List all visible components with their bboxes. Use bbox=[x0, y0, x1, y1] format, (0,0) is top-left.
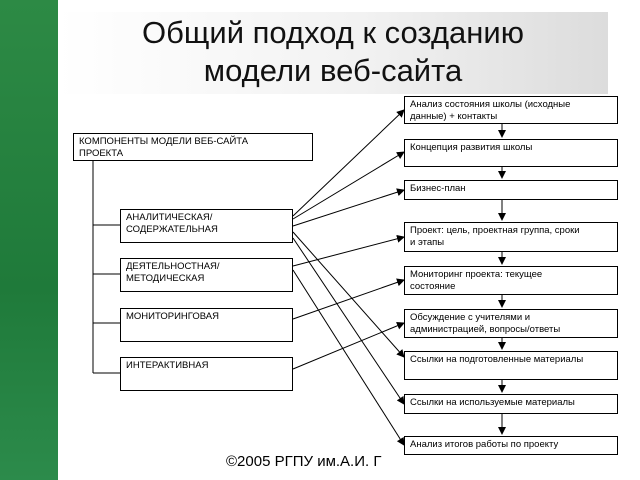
component-analytical: АНАЛИТИЧЕСКАЯ/ СОДЕРЖАТЕЛЬНАЯ bbox=[120, 209, 293, 243]
component-interactive: ИНТЕРАКТИВНАЯ bbox=[120, 357, 293, 391]
component-methodical: ДЕЯТЕЛЬНОСТНАЯ/ МЕТОДИЧЕСКАЯ bbox=[120, 258, 293, 292]
title-line-2: модели веб-сайта bbox=[203, 53, 463, 88]
title-background bbox=[58, 12, 608, 94]
tree-connectors bbox=[92, 161, 120, 374]
step-school-analysis: Анализ состояния школы (исходные данные)… bbox=[404, 96, 618, 124]
step-business-plan: Бизнес-план bbox=[404, 180, 618, 200]
root-components-box: КОМПОНЕНТЫ МОДЕЛИ ВЕБ-САЙТА ПРОЕКТА bbox=[73, 133, 313, 161]
step-discussion: Обсуждение с учителями и администрацией,… bbox=[404, 309, 618, 338]
link-arrows bbox=[292, 109, 405, 446]
step-project-goal: Проект: цель, проектная группа, сроки и … bbox=[404, 222, 618, 252]
component-monitoring: МОНИТОРИНГОВАЯ bbox=[120, 308, 293, 342]
step-results-analysis: Анализ итогов работы по проекту bbox=[404, 436, 618, 455]
step-development-concept: Концепция развития школы bbox=[404, 139, 618, 167]
copyright-footer: ©2005 РГПУ им.А.И. Г bbox=[226, 453, 382, 470]
title-line-1: Общий подход к созданию bbox=[142, 15, 524, 50]
step-project-monitoring: Мониторинг проекта: текущее состояние bbox=[404, 266, 618, 295]
step-prepared-materials: Ссылки на подготовленные материалы bbox=[404, 351, 618, 380]
green-sidebar bbox=[0, 0, 58, 480]
step-used-materials: Ссылки на используемые материалы bbox=[404, 394, 618, 414]
slide-title: Общий подход к созданию модели веб-сайта bbox=[58, 14, 608, 90]
